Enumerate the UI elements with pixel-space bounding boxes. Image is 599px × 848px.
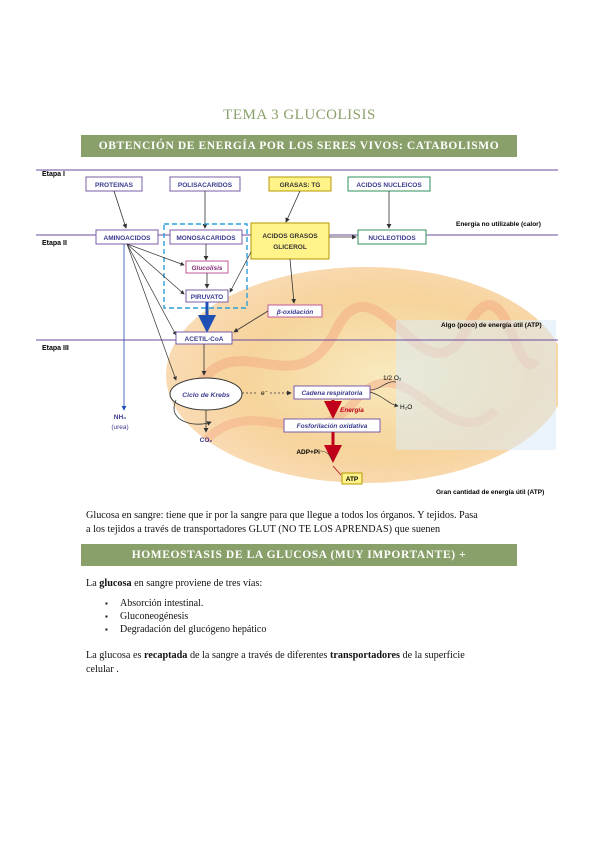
list-item: Gluconeogénesis xyxy=(105,610,266,623)
beta-oxidacion-box: β-oxidación xyxy=(276,309,314,316)
cadena-respiratoria-box: Cadena respiratoria xyxy=(301,390,362,397)
energia-label: Energía xyxy=(340,407,364,414)
bold-glucosa: glucosa xyxy=(99,578,132,589)
gran-energia-label: Gran cantidad de energía útil (ATP) xyxy=(436,489,544,496)
etapa-2-label: Etapa II xyxy=(42,240,67,247)
text-span: La xyxy=(86,578,100,589)
bold-transportadores: transportadores xyxy=(329,650,400,661)
list-item: Absorción intestinal. xyxy=(105,597,266,610)
text-span: La glucosa es xyxy=(86,650,144,661)
vias-list: Absorción intestinal. Gluconeogénesis De… xyxy=(100,597,266,636)
paragraph-line: celular . xyxy=(86,663,119,675)
glucosa-sangre-paragraph: Glucosa en sangre: tiene que ir por la s… xyxy=(86,509,516,536)
piruvato-box: PIRUVATO xyxy=(191,294,224,301)
algo-energia-label: Algo (poco) de energía útil (ATP) xyxy=(441,322,542,329)
polisacaridos-box: POLISACARIDOS xyxy=(178,182,233,189)
vias-intro-paragraph: La glucosa en sangre proviene de tres ví… xyxy=(86,577,516,591)
section-banner-catabolismo: OBTENCIÓN DE ENERGÍA POR LOS SERES VIVOS… xyxy=(81,135,517,157)
h2o-label: H₂O xyxy=(400,404,412,411)
nh3-label: NH₃ xyxy=(114,414,126,421)
paragraph-line: a los tejidos a través de transportadore… xyxy=(86,523,441,535)
atp-box: ATP xyxy=(346,476,359,483)
document-title: TEMA 3 GLUCOLISIS xyxy=(223,107,376,123)
catabolism-diagram: Etapa I Etapa II Etapa III PROTEINAS POL… xyxy=(36,169,558,496)
paragraph-line: La glucosa es recaptada de la sangre a t… xyxy=(86,649,516,663)
nucleotidos-box: NUCLEOTIDOS xyxy=(368,235,416,242)
fosforilacion-box: Fosforilación oxidativa xyxy=(297,423,368,430)
list-item: Degradación del glucógeno hepático xyxy=(105,623,266,636)
o2-label: 1/2 O₂ xyxy=(383,375,402,382)
recaptada-paragraph: La glucosa es recaptada de la sangre a t… xyxy=(86,649,516,676)
grasas-box: GRASAS: TG xyxy=(280,182,321,189)
acetil-coa-box: ACETIL-CoA xyxy=(185,336,224,343)
bold-recaptada: recaptada xyxy=(144,650,188,661)
glucolisis-box: Glucolisis xyxy=(191,265,222,272)
urea-label: (urea) xyxy=(111,424,128,431)
proteinas-box: PROTEINAS xyxy=(95,182,134,189)
acidos-grasos-line2: GLICEROL xyxy=(273,244,307,251)
ciclo-krebs-label: Ciclo de Krebs xyxy=(182,392,230,399)
co2-label: CO₂ xyxy=(200,437,213,444)
section-banner-homeostasis: HOMEOSTASIS DE LA GLUCOSA (MUY IMPORTANT… xyxy=(81,544,517,566)
mitochondrion-background xyxy=(166,267,558,483)
paragraph-line: Glucosa en sangre: tiene que ir por la s… xyxy=(86,510,478,521)
aminoacidos-box: AMINOACIDOS xyxy=(104,235,152,242)
text-span: de la sangre a través de diferentes xyxy=(187,650,330,661)
etapa-3-label: Etapa III xyxy=(42,345,69,352)
acidos-nucleicos-box: ACIDOS NUCLEICOS xyxy=(356,182,422,189)
monosacaridos-box: MONOSACARIDOS xyxy=(176,235,236,242)
etapa-1-label: Etapa I xyxy=(42,171,65,178)
energia-no-util-label: Energía no utilizable (calor) xyxy=(456,221,541,228)
acidos-grasos-line1: ACIDOS GRASOS xyxy=(262,233,318,240)
adp-label: ADP+Pi xyxy=(296,449,320,456)
electron-label: e⁻ xyxy=(261,390,269,397)
text-span: en sangre proviene de tres vías: xyxy=(131,578,263,589)
text-span: de la superficie xyxy=(399,650,465,661)
